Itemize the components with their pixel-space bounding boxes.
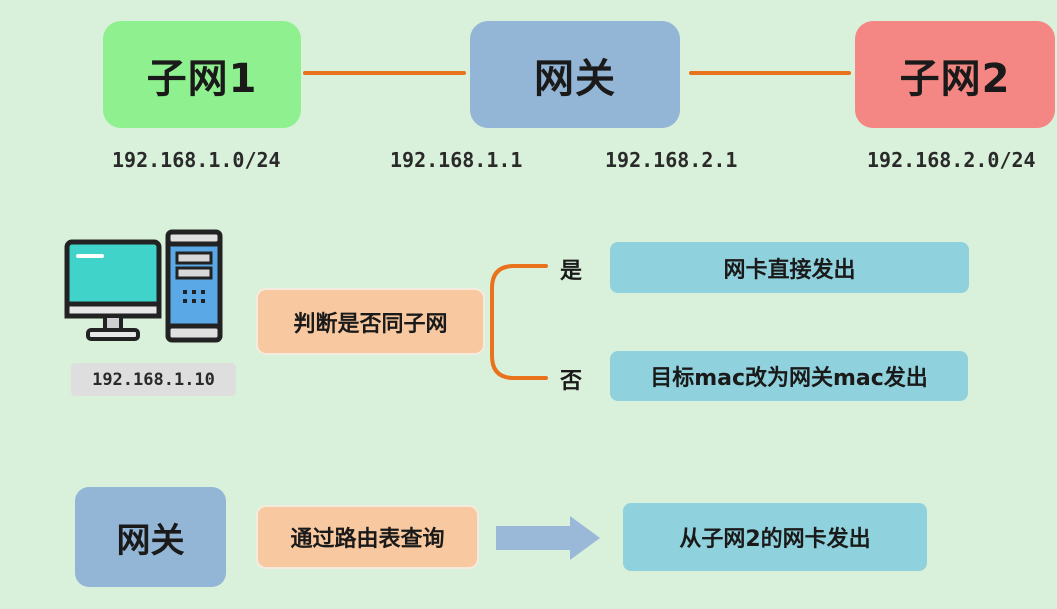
gateway-box-top: 网关 [470,21,680,128]
yes-label: 是 [560,259,583,284]
result-text: 从子网2的网卡发出 [679,527,871,552]
subnet2-label: 子网2 [899,55,1011,102]
subnet1-box: 子网1 [103,21,301,128]
connector-line-left [303,71,466,75]
no-action-text: 目标mac改为网关mac发出 [650,366,928,391]
subnet2-ip: 192.168.2.0/24 [867,148,1036,172]
host-ip-label: 192.168.1.10 [71,363,236,396]
no-action-box: 目标mac改为网关mac发出 [610,351,968,401]
gateway-box-bottom: 网关 [75,487,226,587]
lookup-box: 通过路由表查询 [256,505,479,569]
gateway-label-bottom: 网关 [116,520,185,561]
subnet2-box: 子网2 [855,21,1055,128]
arrow-right-icon [496,516,600,560]
connector-line-right [689,71,851,75]
gateway-label-top: 网关 [534,55,616,102]
branch-bracket [490,264,548,380]
subnet1-ip: 192.168.1.0/24 [112,148,281,172]
yes-action-text: 网卡直接发出 [723,257,856,283]
result-box: 从子网2的网卡发出 [623,503,927,571]
yes-action-box: 网卡直接发出 [610,242,969,293]
gateway-ip-right: 192.168.2.1 [605,148,738,172]
computer-icon [64,229,223,343]
decision-box: 判断是否同子网 [256,288,485,355]
decision-question: 判断是否同子网 [293,311,448,337]
lookup-text: 通过路由表查询 [290,527,445,552]
gateway-ip-left: 192.168.1.1 [390,148,523,172]
subnet1-label: 子网1 [146,55,258,102]
no-label: 否 [560,369,583,394]
